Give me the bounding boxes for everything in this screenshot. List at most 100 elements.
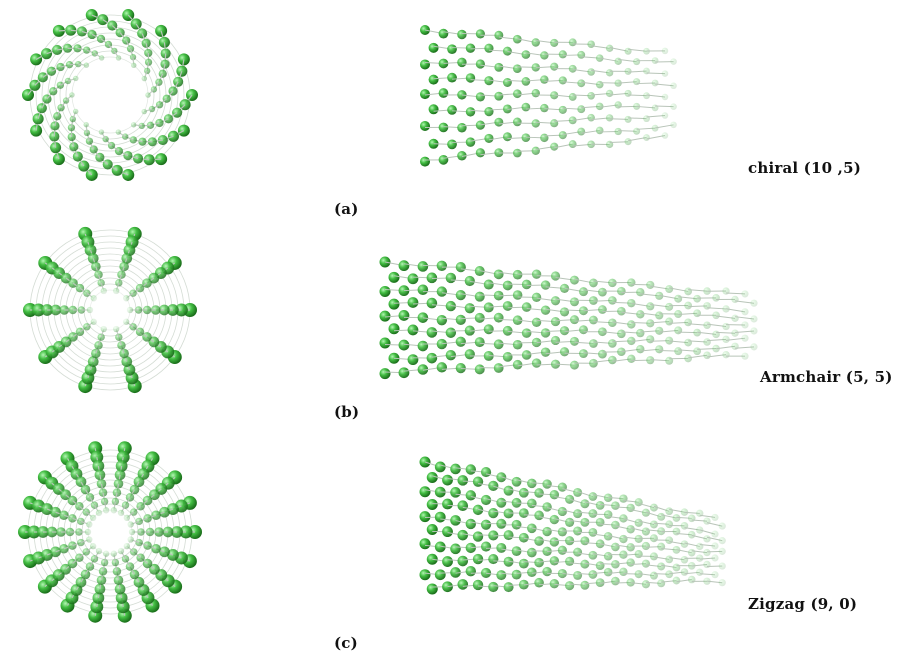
carbon-atom bbox=[437, 339, 447, 349]
carbon-atom bbox=[558, 546, 567, 555]
carbon-atom bbox=[427, 273, 438, 284]
carbon-atom bbox=[712, 331, 720, 339]
carbon-atom bbox=[587, 92, 595, 100]
end-view-chiral bbox=[22, 9, 198, 181]
carbon-atom bbox=[457, 500, 468, 511]
carbon-atom bbox=[731, 315, 738, 322]
carbon-atom bbox=[703, 352, 711, 360]
carbon-atom bbox=[606, 69, 613, 76]
carbon-atom bbox=[512, 546, 522, 556]
carbon-atom bbox=[652, 57, 659, 64]
carbon-atom bbox=[731, 330, 738, 337]
carbon-atom bbox=[711, 531, 718, 538]
carbon-atom bbox=[456, 262, 466, 272]
carbon-atom bbox=[473, 554, 483, 564]
carbon-atom bbox=[635, 519, 643, 527]
carbon-atom bbox=[534, 536, 544, 546]
carbon-atom bbox=[662, 132, 669, 139]
carbon-atom bbox=[577, 105, 585, 113]
carbon-atom bbox=[494, 269, 504, 279]
carbon-atom bbox=[496, 543, 506, 553]
carbon-atom bbox=[741, 321, 748, 328]
carbon-atom bbox=[673, 577, 681, 585]
carbon-atom bbox=[627, 355, 635, 363]
carbon-atom bbox=[696, 569, 703, 576]
carbon-atom bbox=[494, 63, 503, 72]
carbon-atom bbox=[665, 337, 673, 345]
carbon-atom bbox=[155, 25, 167, 37]
carbon-atom bbox=[155, 119, 163, 127]
carbon-atom bbox=[665, 570, 673, 578]
carbon-atom bbox=[611, 543, 620, 552]
carbon-atom bbox=[693, 347, 701, 355]
carbon-atom bbox=[540, 51, 548, 59]
carbon-atom bbox=[466, 464, 476, 474]
carbon-atom bbox=[408, 297, 419, 308]
carbon-atom bbox=[596, 518, 605, 527]
carbon-atom bbox=[475, 313, 485, 323]
carbon-atom bbox=[447, 105, 457, 115]
carbon-atom bbox=[573, 571, 582, 580]
carbon-atom bbox=[684, 288, 692, 296]
carbon-atom bbox=[596, 103, 604, 111]
carbon-atom bbox=[674, 295, 682, 303]
carbon-atom bbox=[437, 315, 447, 325]
carbon-atom bbox=[380, 311, 391, 322]
carbon-atom bbox=[625, 68, 632, 75]
carbon-atom bbox=[542, 527, 551, 536]
carbon-atom bbox=[684, 302, 692, 310]
carbon-atom bbox=[712, 312, 720, 320]
carbon-atom bbox=[439, 123, 449, 133]
carbon-atom bbox=[633, 58, 640, 65]
carbon-atom bbox=[446, 328, 456, 338]
carbon-atom bbox=[513, 360, 523, 370]
carbon-atom bbox=[437, 261, 447, 271]
carbon-atom bbox=[626, 578, 634, 586]
carbon-atom bbox=[540, 75, 548, 83]
carbon-atom bbox=[439, 88, 449, 98]
nanotube-type-armchair: Armchair (5, 5) bbox=[760, 370, 893, 385]
carbon-atom bbox=[619, 514, 627, 522]
carbon-atom bbox=[703, 535, 710, 542]
carbon-atom bbox=[606, 114, 613, 121]
carbon-atom bbox=[513, 290, 523, 300]
carbon-atom bbox=[589, 570, 598, 579]
carbon-atom bbox=[635, 498, 643, 506]
carbon-atom bbox=[418, 341, 429, 352]
carbon-atom bbox=[550, 579, 559, 588]
carbon-atom bbox=[550, 39, 558, 47]
carbon-atom bbox=[466, 543, 476, 553]
tube-center bbox=[82, 504, 138, 560]
carbon-atom bbox=[420, 569, 431, 580]
carbon-atom bbox=[569, 65, 577, 73]
carbon-atom bbox=[625, 90, 632, 97]
tube-center bbox=[84, 284, 136, 336]
carbon-atom bbox=[722, 323, 729, 330]
carbon-atom bbox=[465, 303, 475, 313]
carbon-atom bbox=[559, 106, 567, 114]
carbon-atom bbox=[684, 355, 692, 363]
carbon-atom bbox=[662, 112, 669, 119]
carbon-atom bbox=[719, 523, 726, 530]
carbon-atom bbox=[541, 306, 550, 315]
carbon-atom bbox=[503, 132, 512, 141]
carbon-atom bbox=[741, 290, 748, 297]
carbon-atom bbox=[617, 287, 626, 296]
carbon-atom bbox=[429, 75, 439, 85]
carbon-atom bbox=[550, 490, 559, 499]
carbon-atom bbox=[380, 368, 391, 379]
carbon-atom bbox=[665, 318, 673, 326]
carbon-atom bbox=[688, 549, 696, 557]
carbon-atom bbox=[427, 583, 438, 594]
carbon-atom bbox=[527, 548, 537, 558]
carbon-atom bbox=[719, 562, 726, 569]
carbon-atom bbox=[577, 51, 585, 59]
panel-label-b: (b) bbox=[334, 405, 359, 420]
carbon-atom bbox=[626, 504, 634, 512]
carbon-atom bbox=[442, 526, 453, 537]
carbon-atom bbox=[589, 296, 598, 305]
carbon-atom bbox=[565, 536, 574, 545]
carbon-atom bbox=[476, 92, 485, 101]
carbon-atom bbox=[565, 581, 574, 590]
carbon-atom bbox=[389, 323, 400, 334]
